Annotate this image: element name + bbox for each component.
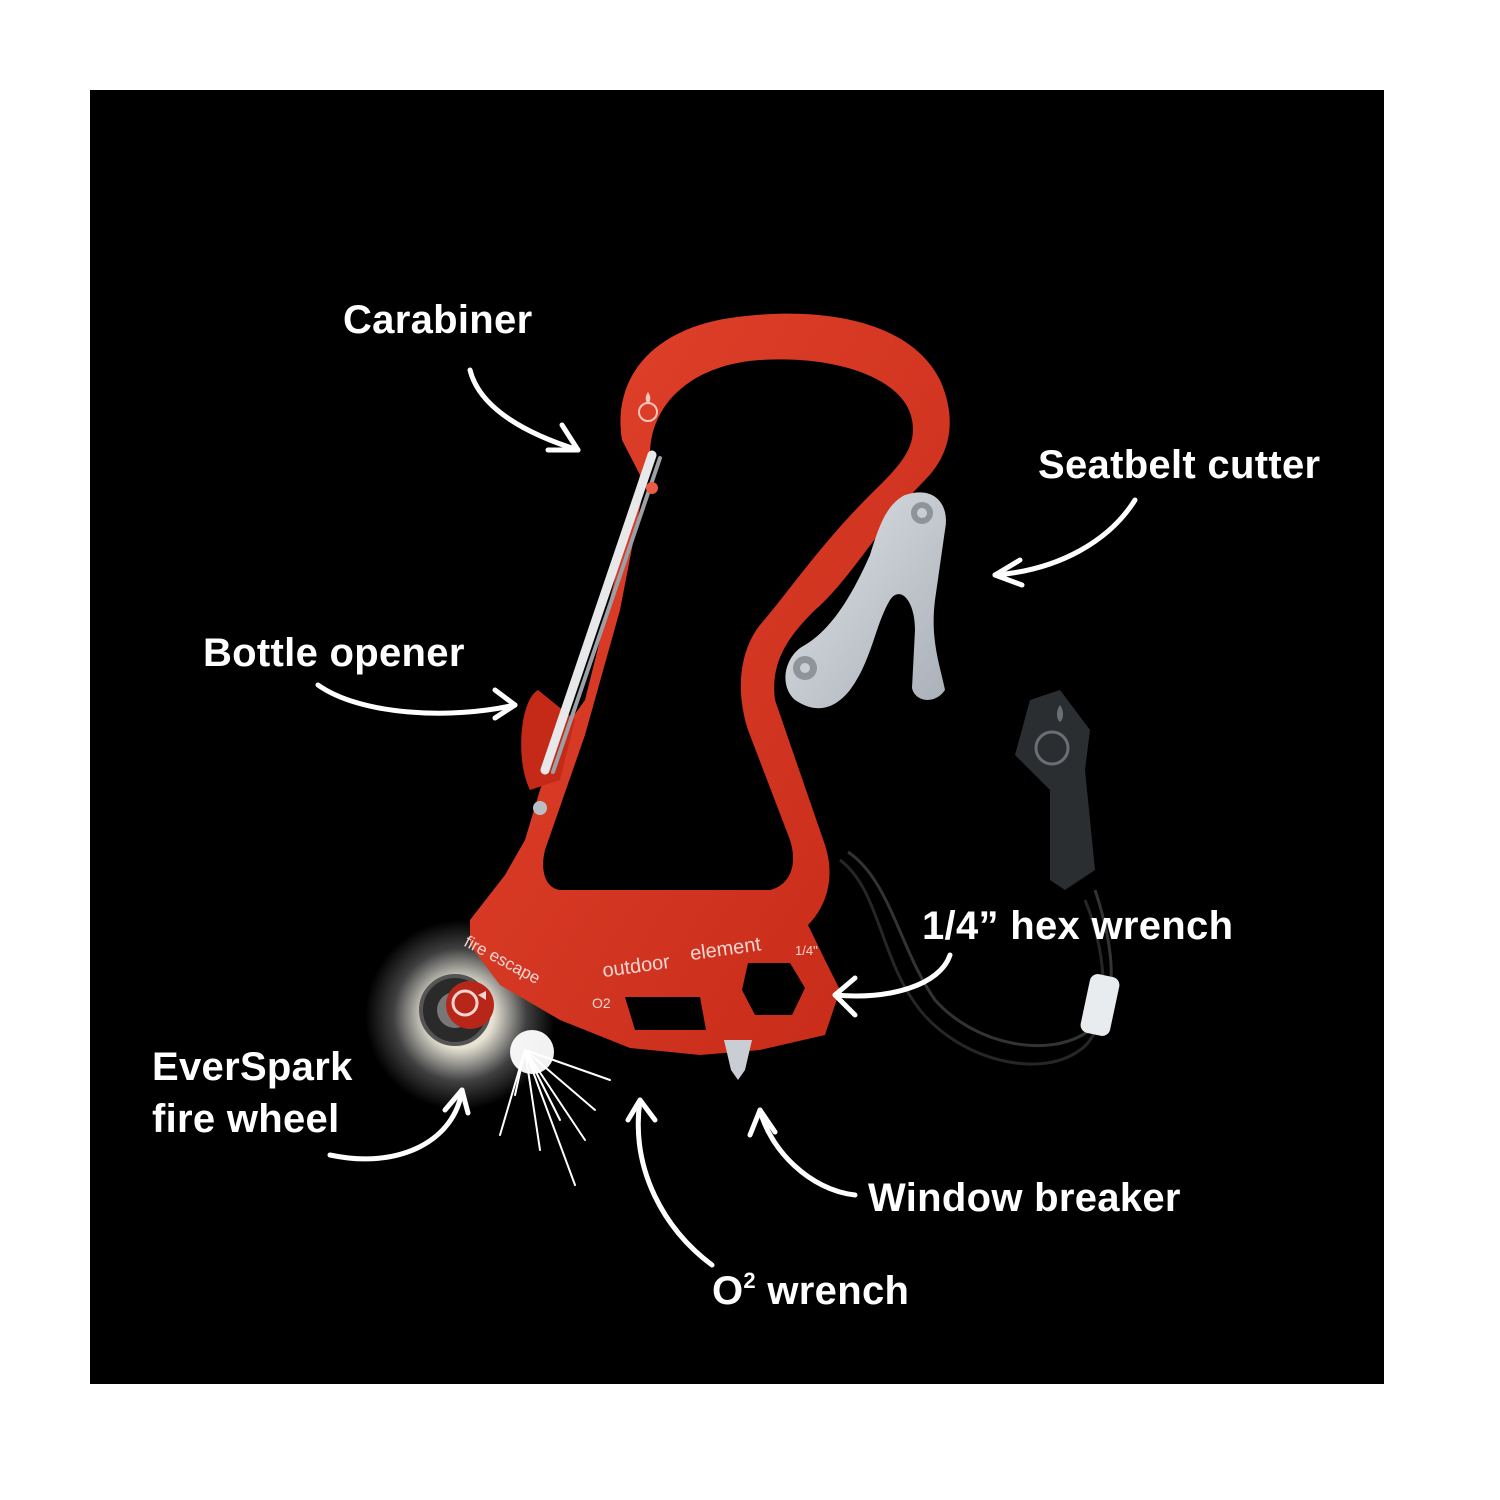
engraving-hex-size: 1/4" [795,943,818,958]
label-window-breaker: Window breaker [868,1176,1181,1220]
label-o2-sup: 2 [743,1268,756,1293]
arrow-window-breaker [757,1107,858,1198]
o2-wrench-cutout [625,997,706,1030]
carabiner-body [470,313,950,1080]
arrow-o2-wrench [635,1097,715,1268]
hex-wrench-cutout [742,963,805,1015]
label-bottle-opener: Bottle opener [203,631,465,675]
label-hex-wrench: 1/4” hex wrench [922,904,1234,948]
hook-logo-icon [638,392,658,422]
label-o2-wrench: O2 wrench [712,1257,909,1315]
engraving-o2: O2 [592,995,611,1011]
window-breaker-tip [724,1040,752,1080]
fire-wheel [419,974,494,1046]
arrow-seatbelt-cutter [992,497,1138,578]
label-o2-main: O [712,1269,744,1313]
label-seatbelt-cutter: Seatbelt cutter [1038,443,1321,487]
arrow-fire-wheel [327,1087,465,1162]
label-carabiner: Carabiner [343,298,533,342]
spark-core [510,1030,554,1074]
arrow-bottle-opener [315,682,518,716]
label-fire-wheel-line2: fire wheel [152,1097,340,1141]
carabiner-gate [533,450,662,815]
label-fire-wheel-line1: EverSpark [152,1045,353,1089]
lanyard-clip [1080,974,1120,1036]
seatbelt-cutter [785,492,946,709]
label-o2-rest: wrench [755,1269,910,1313]
arrow-carabiner [467,367,581,453]
ferro-rod-handle-icon [1015,690,1095,890]
arrow-hex-wrench [832,952,953,999]
callout-arrows [315,367,1138,1268]
